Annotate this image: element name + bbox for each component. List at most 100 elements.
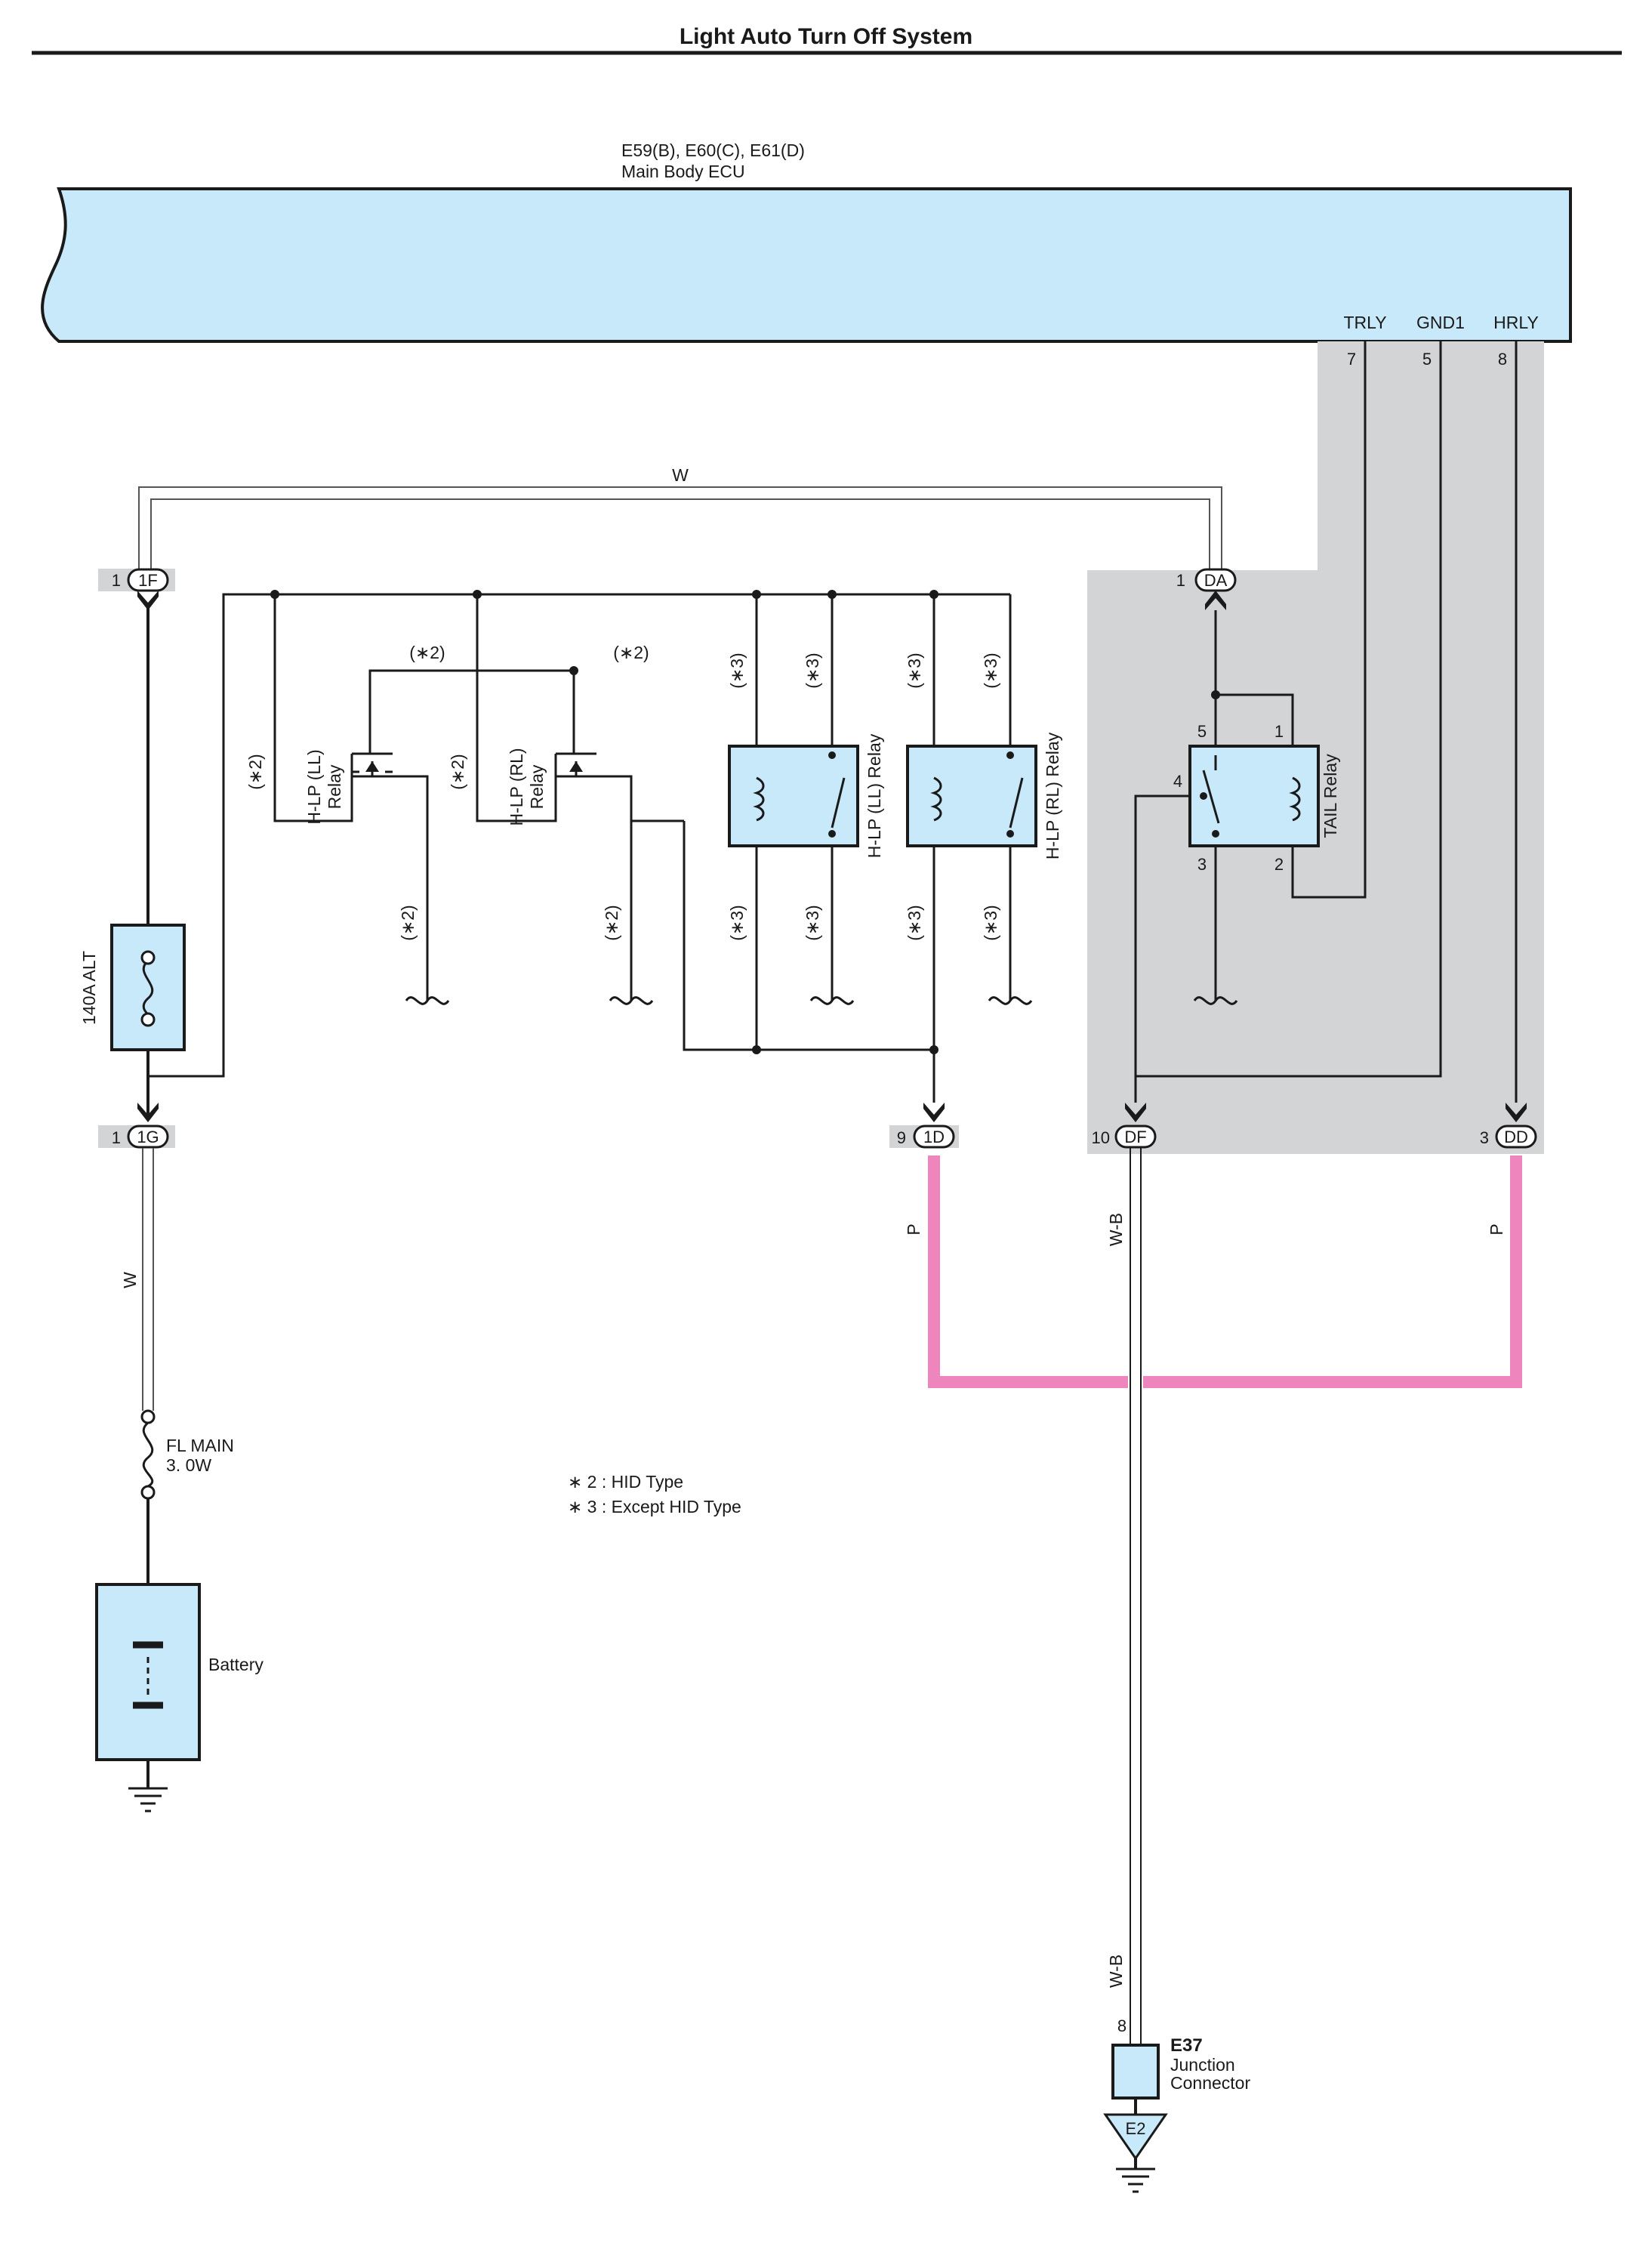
ecu-body (41, 187, 1572, 343)
connector-1G-pin: 1 (112, 1128, 121, 1147)
wire-color-1D: P (904, 1223, 923, 1235)
ground-symbol (809, 996, 855, 1005)
pin-hrly: 8 (1498, 350, 1507, 369)
wire-hlp-ll-hid-ground (393, 775, 429, 1001)
note-star2: (∗2) (409, 643, 445, 662)
hlp-rl-hid-relay-label: Relay (527, 764, 547, 809)
wire-tail-pin1 (1216, 693, 1294, 746)
junction-id: E37 (1170, 2035, 1203, 2056)
connector-1F-id: 1F (138, 571, 158, 590)
connector-1G (127, 1125, 169, 1149)
hlp-rl-hid-relay (556, 752, 631, 778)
ecu-connector-ids: E59(B), E60(C), E61(D) (621, 140, 805, 160)
tail-pin-4: 4 (1173, 772, 1182, 791)
hlp-ll-relay (728, 745, 859, 847)
hlp-rl-relay-label: H-LP (RL) Relay (1043, 732, 1062, 859)
hlp-ll-hid-relay (352, 752, 427, 778)
connector-1D (913, 1125, 955, 1149)
hlp-ll-relay-label: H-LP (LL) Relay (865, 733, 884, 858)
hlp-rl-relay (906, 745, 1037, 847)
ground-e2 (1103, 2113, 1168, 2161)
wire-gnd1 (1136, 341, 1442, 1078)
legend-except-hid: ∗ 3 : Except HID Type (568, 1497, 741, 1516)
battery-ground-icon (128, 1787, 168, 1813)
ground-symbol (405, 996, 450, 1005)
note-star2: (∗2) (245, 754, 265, 789)
fuse-140a-alt (110, 924, 186, 1051)
fl-main-terminal-bottom (140, 1485, 156, 1500)
wire-hid-control (368, 669, 575, 754)
hlp-rl-relay-contact-dot (1006, 751, 1014, 759)
fuse-140a-alt-label: 140A ALT (79, 951, 99, 1025)
hlp-rl-hid-label: H-LP (RL) (507, 748, 526, 825)
hlp-ll-relay-contact (831, 777, 846, 828)
note-star3: (∗3) (981, 905, 1000, 940)
junction-pin: 8 (1117, 2016, 1127, 2035)
tail-relay-contact-dot (1200, 792, 1207, 800)
note-star3: (∗3) (727, 905, 747, 940)
connector-DA-pin: 1 (1176, 571, 1185, 590)
hlp-rl-relay-contact-dot (1006, 830, 1014, 838)
wire-color-1G: W (120, 1272, 140, 1288)
connector-1F-pin: 1 (112, 571, 121, 590)
note-star3: (∗3) (905, 653, 924, 688)
wire-wb-mask (1128, 1373, 1143, 1391)
wire-hlp-rl-hid (476, 594, 557, 822)
connector-1D-id: 1D (923, 1128, 945, 1146)
fuse-140a-alt-terminal-top (140, 950, 156, 965)
connector-DF (1114, 1125, 1157, 1149)
wire-tail-pin2-trly (1291, 341, 1367, 899)
connector-1D-terminal (923, 1103, 945, 1122)
tail-pin-5: 5 (1197, 722, 1207, 741)
hlp-ll-relay-coil (753, 776, 765, 822)
fuse-140a-alt-terminal-bottom (140, 1012, 156, 1027)
wire-color-E37: W-B (1106, 1955, 1126, 1988)
note-star2: (∗2) (613, 643, 649, 662)
terminal-hrly: HRLY (1493, 313, 1539, 332)
fl-main-label: FL MAIN (166, 1436, 234, 1455)
connector-1G-terminal (137, 1103, 159, 1122)
ground-symbol (988, 996, 1033, 1005)
tail-relay-coil (1289, 776, 1301, 822)
note-star2: (∗2) (448, 754, 467, 789)
connector-1F (127, 568, 169, 592)
page-title: Light Auto Turn Off System (680, 24, 972, 49)
wire-color-DD: P (1487, 1223, 1506, 1235)
wire-hlp-ll-hid (273, 594, 353, 822)
fl-main-element (142, 1421, 154, 1488)
hlp-ll-relay-contact-dot (828, 751, 836, 759)
fl-main-rating: 3. 0W (166, 1455, 211, 1475)
hlp-rl-relay-contact (1009, 777, 1024, 828)
junction-connector-e37 (1111, 2044, 1160, 2100)
wire-pink-p (928, 1155, 1522, 1388)
connector-DD-pin: 3 (1480, 1128, 1489, 1147)
junction-label-2: Connector (1170, 2073, 1250, 2093)
note-star3: (∗3) (905, 905, 924, 940)
hlp-ll-hid-relay-label: Relay (325, 764, 344, 809)
connector-DF-id: DF (1124, 1128, 1146, 1146)
battery-label: Battery (208, 1655, 264, 1674)
tail-pin-1: 1 (1274, 722, 1284, 741)
connector-DD-terminal (1506, 1103, 1527, 1122)
wire-color-DF: W-B (1106, 1213, 1126, 1246)
note-star3: (∗3) (803, 905, 822, 940)
connector-DA-terminal (1205, 591, 1226, 610)
connector-DF-pin: 10 (1092, 1128, 1110, 1147)
connector-DF-terminal (1125, 1103, 1146, 1122)
tail-relay-label: TAIL Relay (1321, 754, 1340, 838)
ground-e2-label: E2 (1126, 2119, 1146, 2138)
note-star2: (∗2) (398, 905, 418, 940)
wire-w-top-inner (150, 498, 1210, 575)
hlp-rl-relay-coil (930, 776, 942, 822)
connector-DD-id: DD (1504, 1128, 1528, 1146)
tail-pin-3: 3 (1197, 855, 1207, 874)
connector-DD (1495, 1125, 1537, 1149)
wire-color-top: W (672, 465, 689, 485)
note-star2: (∗2) (602, 905, 621, 940)
connector-DA-id: DA (1204, 571, 1228, 590)
ground-symbol (1193, 996, 1238, 1005)
terminal-gnd1: GND1 (1416, 313, 1465, 332)
ecu-name: Main Body ECU (621, 162, 745, 181)
connector-1D-pin: 9 (897, 1128, 906, 1147)
